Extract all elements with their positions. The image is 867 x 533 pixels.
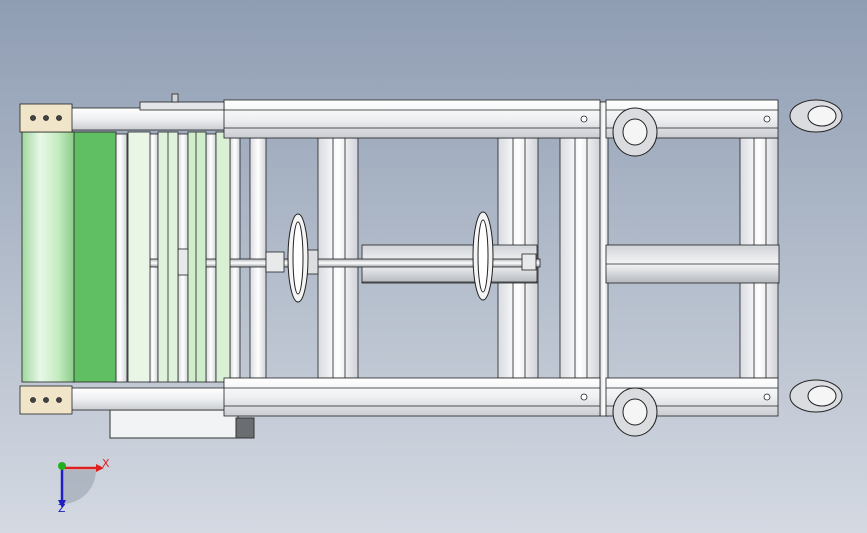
motor[interactable] xyxy=(109,409,255,439)
axis-z-label: Z xyxy=(58,502,66,515)
axis-triad xyxy=(58,462,104,508)
axis-x-label: X xyxy=(102,457,110,470)
conveyor-belt[interactable] xyxy=(21,131,231,383)
side-rail-top[interactable] xyxy=(19,93,779,139)
caster-wheel[interactable] xyxy=(612,99,843,437)
handwheel[interactable] xyxy=(287,211,494,303)
side-rail-bottom[interactable] xyxy=(19,377,779,417)
